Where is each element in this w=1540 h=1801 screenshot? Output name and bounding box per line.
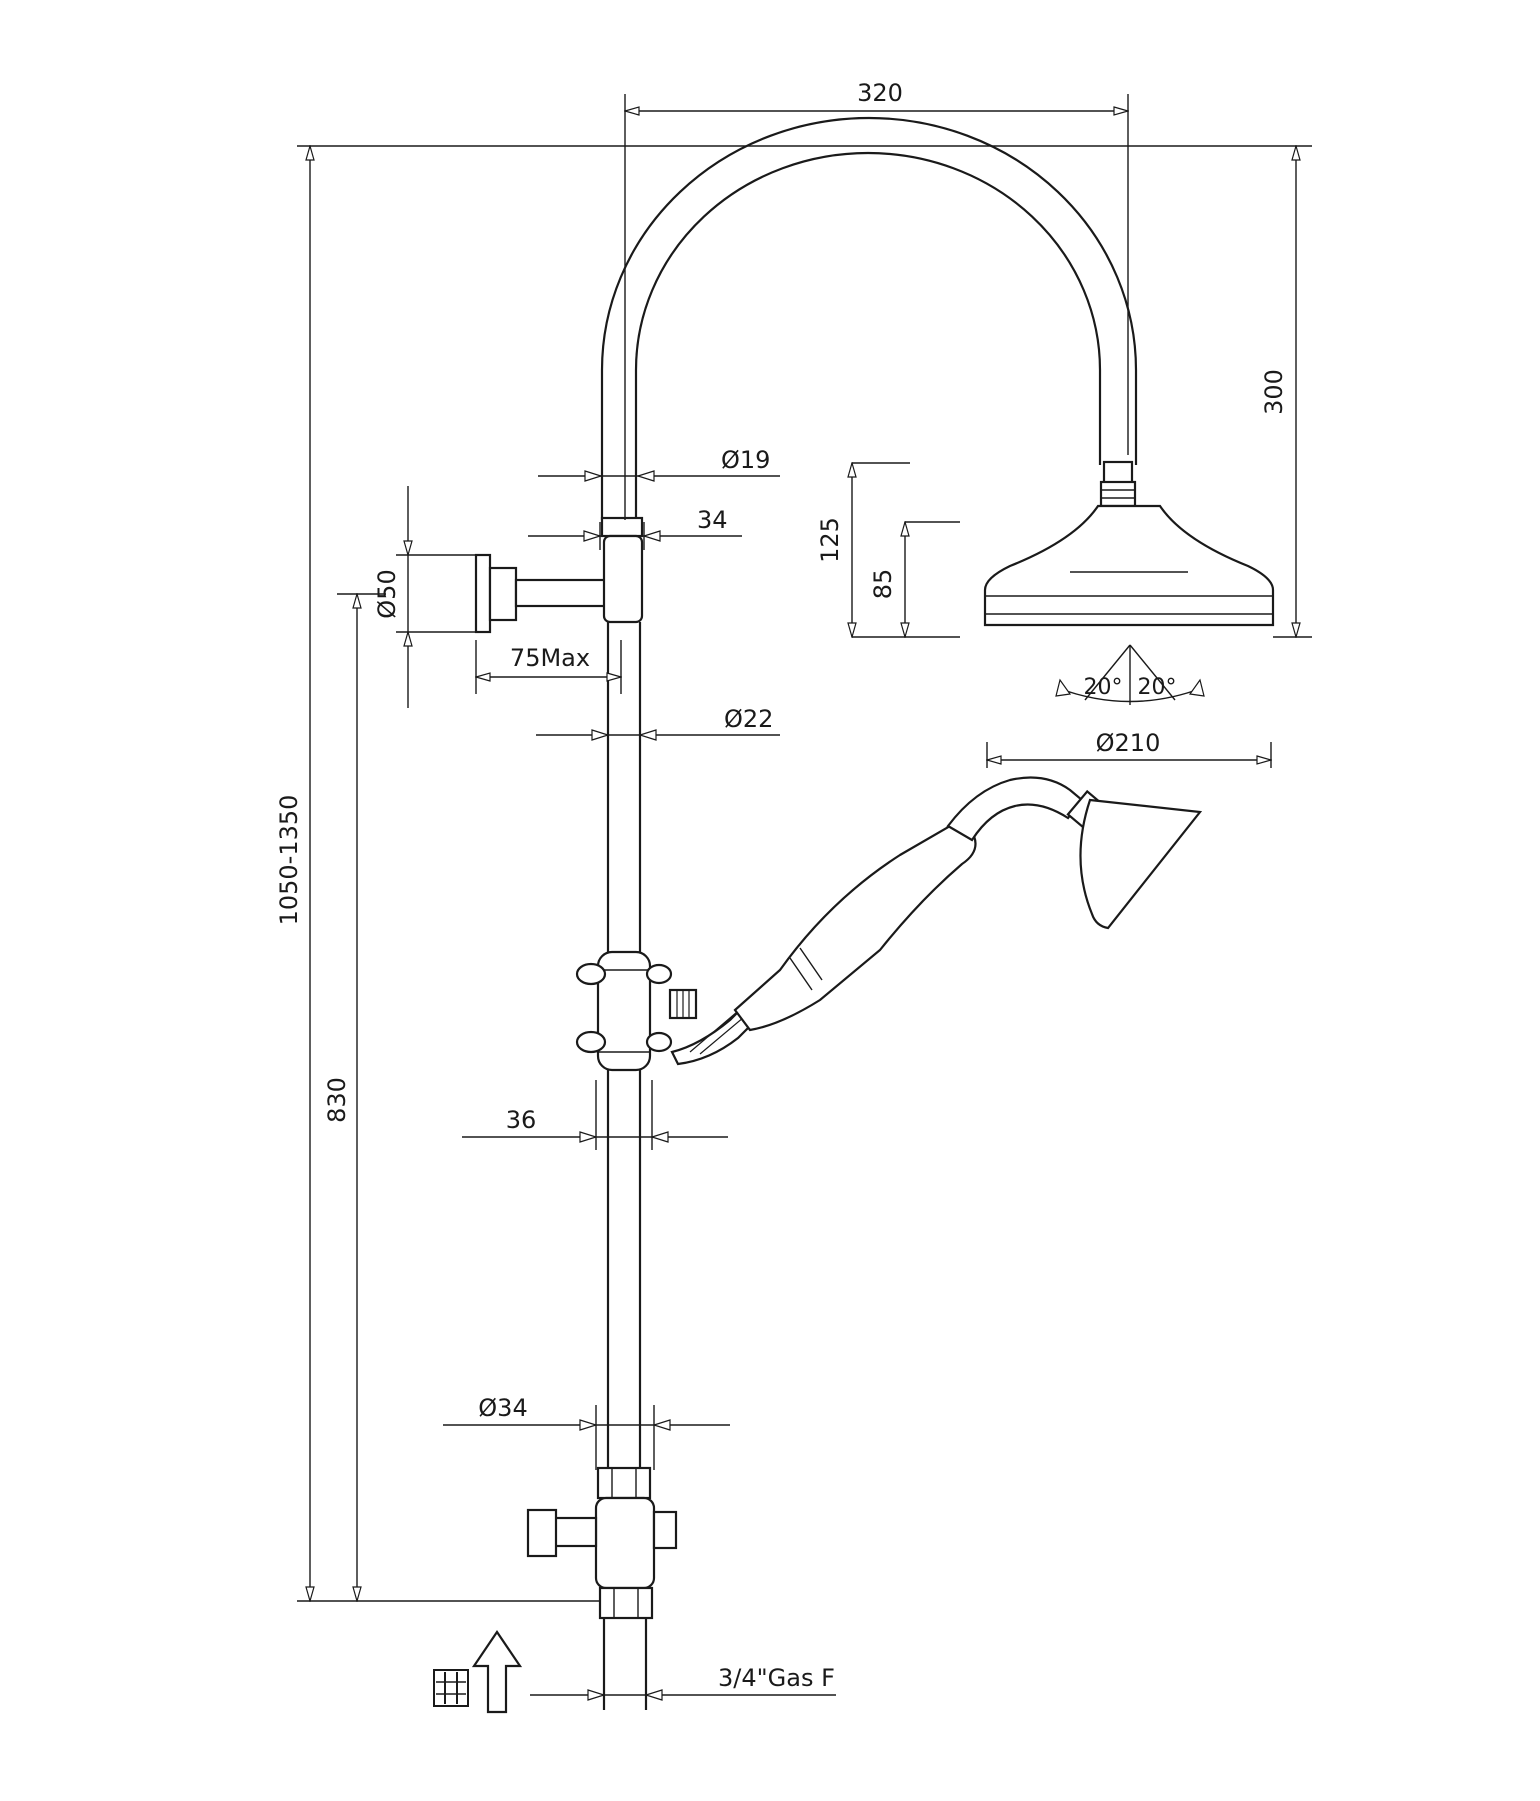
dim-total-height: 1050-1350 [275,795,303,926]
dim-base-diameter: Ø34 [478,1394,527,1422]
dim-arm-height: 300 [1260,369,1288,415]
head-nut [1099,480,1137,508]
shower-column [474,116,1275,1710]
dim-top-tube-diameter: Ø19 [721,446,770,474]
dim-slider-width: 36 [506,1106,537,1134]
valve-handle-right [652,1510,678,1550]
up-arrow-icon [471,1630,523,1714]
base-nut-lower [598,1586,654,1620]
dim-tilt-left: 20° [1084,675,1123,700]
hand-shower-handle [733,824,977,1032]
rain-shower-head [983,504,1275,627]
gooseneck-arm [600,116,1138,520]
dim-inlet-thread: 3/4"Gas F [718,1664,835,1692]
wall-plate-collar [488,566,518,622]
gooseneck-arm-inner [634,151,1102,520]
dimension-lines [297,94,1312,1701]
bracket-clamp [602,534,644,624]
dim-lower-height: 830 [323,1077,351,1123]
dim-connector-width: 34 [697,506,728,534]
slider-knob-upper [575,962,607,986]
hand-shower-head [1079,798,1203,930]
base-valve-body [594,1496,656,1590]
hand-shower-neck [946,776,1084,842]
dim-wall-bracket-diameter: Ø50 [373,569,401,618]
dim-head-height-inner: 85 [869,569,897,600]
valve-handle-left [553,1516,598,1548]
water-inlet-icon [433,1669,469,1707]
dim-bracket-depth: 75Max [510,644,590,672]
joint-collar [600,516,644,538]
head-connector [1102,460,1134,486]
wall-plate [474,553,492,634]
base-nut-upper [596,1466,652,1500]
dim-arm-reach: 320 [857,79,903,107]
dim-tilt-right: 20° [1138,675,1177,700]
dimension-labels: 320 300 1050-1350 830 Ø19 34 Ø50 75Max Ø… [275,79,1288,1692]
dim-riser-diameter: Ø22 [724,705,773,733]
dim-head-height-outer: 125 [816,517,844,563]
slider-body [596,950,652,1072]
dim-head-diameter: Ø210 [1096,729,1161,757]
slider-knob-lower [575,1030,607,1054]
bracket-rod [514,578,612,608]
